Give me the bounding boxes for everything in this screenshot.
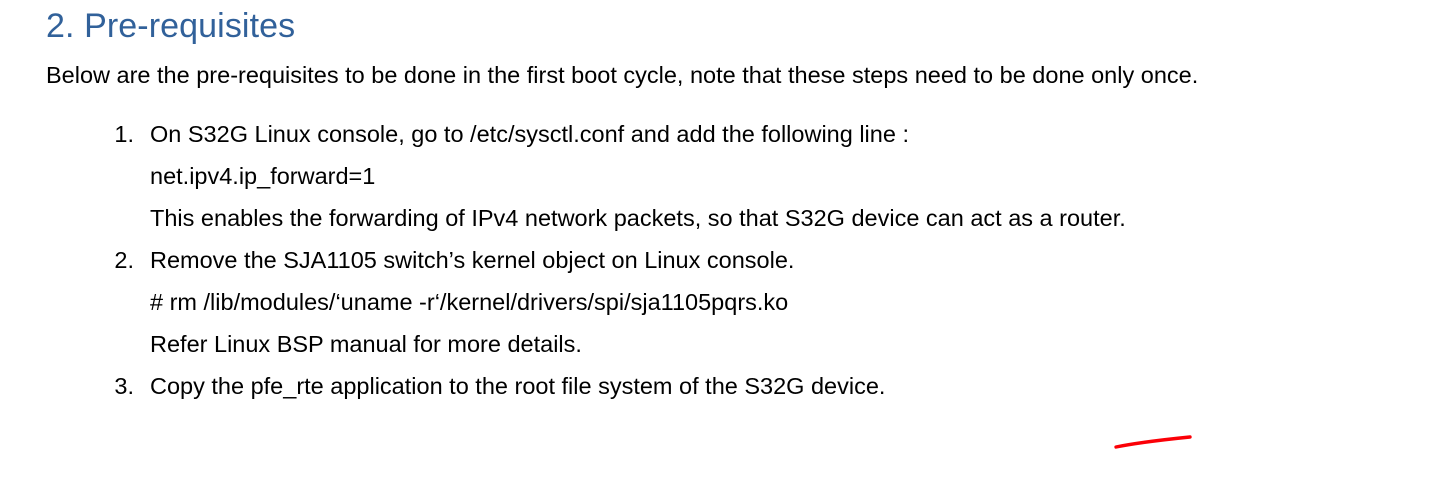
list-item-line: This enables the forwarding of IPv4 netw… bbox=[150, 205, 1126, 231]
list-item-line: On S32G Linux console, go to /etc/sysctl… bbox=[150, 121, 909, 147]
list-item-line: net.ipv4.ip_forward=1 bbox=[150, 163, 376, 189]
list-item-line: Remove the SJA1105 switch’s kernel objec… bbox=[150, 247, 795, 273]
list-item-number: 3. bbox=[114, 373, 134, 399]
document-body: 2. Pre-requisites Below are the pre-requ… bbox=[46, 0, 1419, 407]
prerequisites-list: 1. On S32G Linux console, go to /etc/sys… bbox=[46, 113, 1419, 407]
list-item-line: Refer Linux BSP manual for more details. bbox=[150, 331, 582, 357]
intro-paragraph: Below are the pre-requisites to be done … bbox=[46, 62, 1199, 88]
list-item: 1. On S32G Linux console, go to /etc/sys… bbox=[46, 113, 1419, 239]
list-item-number: 2. bbox=[114, 247, 134, 273]
list-item-number: 1. bbox=[114, 121, 134, 147]
list-item: 3. Copy the pfe_rte application to the r… bbox=[46, 365, 1419, 407]
list-item-line: # rm /lib/modules/‘uname -r‘/kernel/driv… bbox=[150, 289, 789, 315]
list-item: 2. Remove the SJA1105 switch’s kernel ob… bbox=[46, 239, 1419, 365]
list-item-line: Copy the pfe_rte application to the root… bbox=[150, 373, 886, 399]
page-title: 2. Pre-requisites bbox=[46, 7, 296, 45]
red-underline-mark-icon bbox=[1114, 435, 1192, 449]
